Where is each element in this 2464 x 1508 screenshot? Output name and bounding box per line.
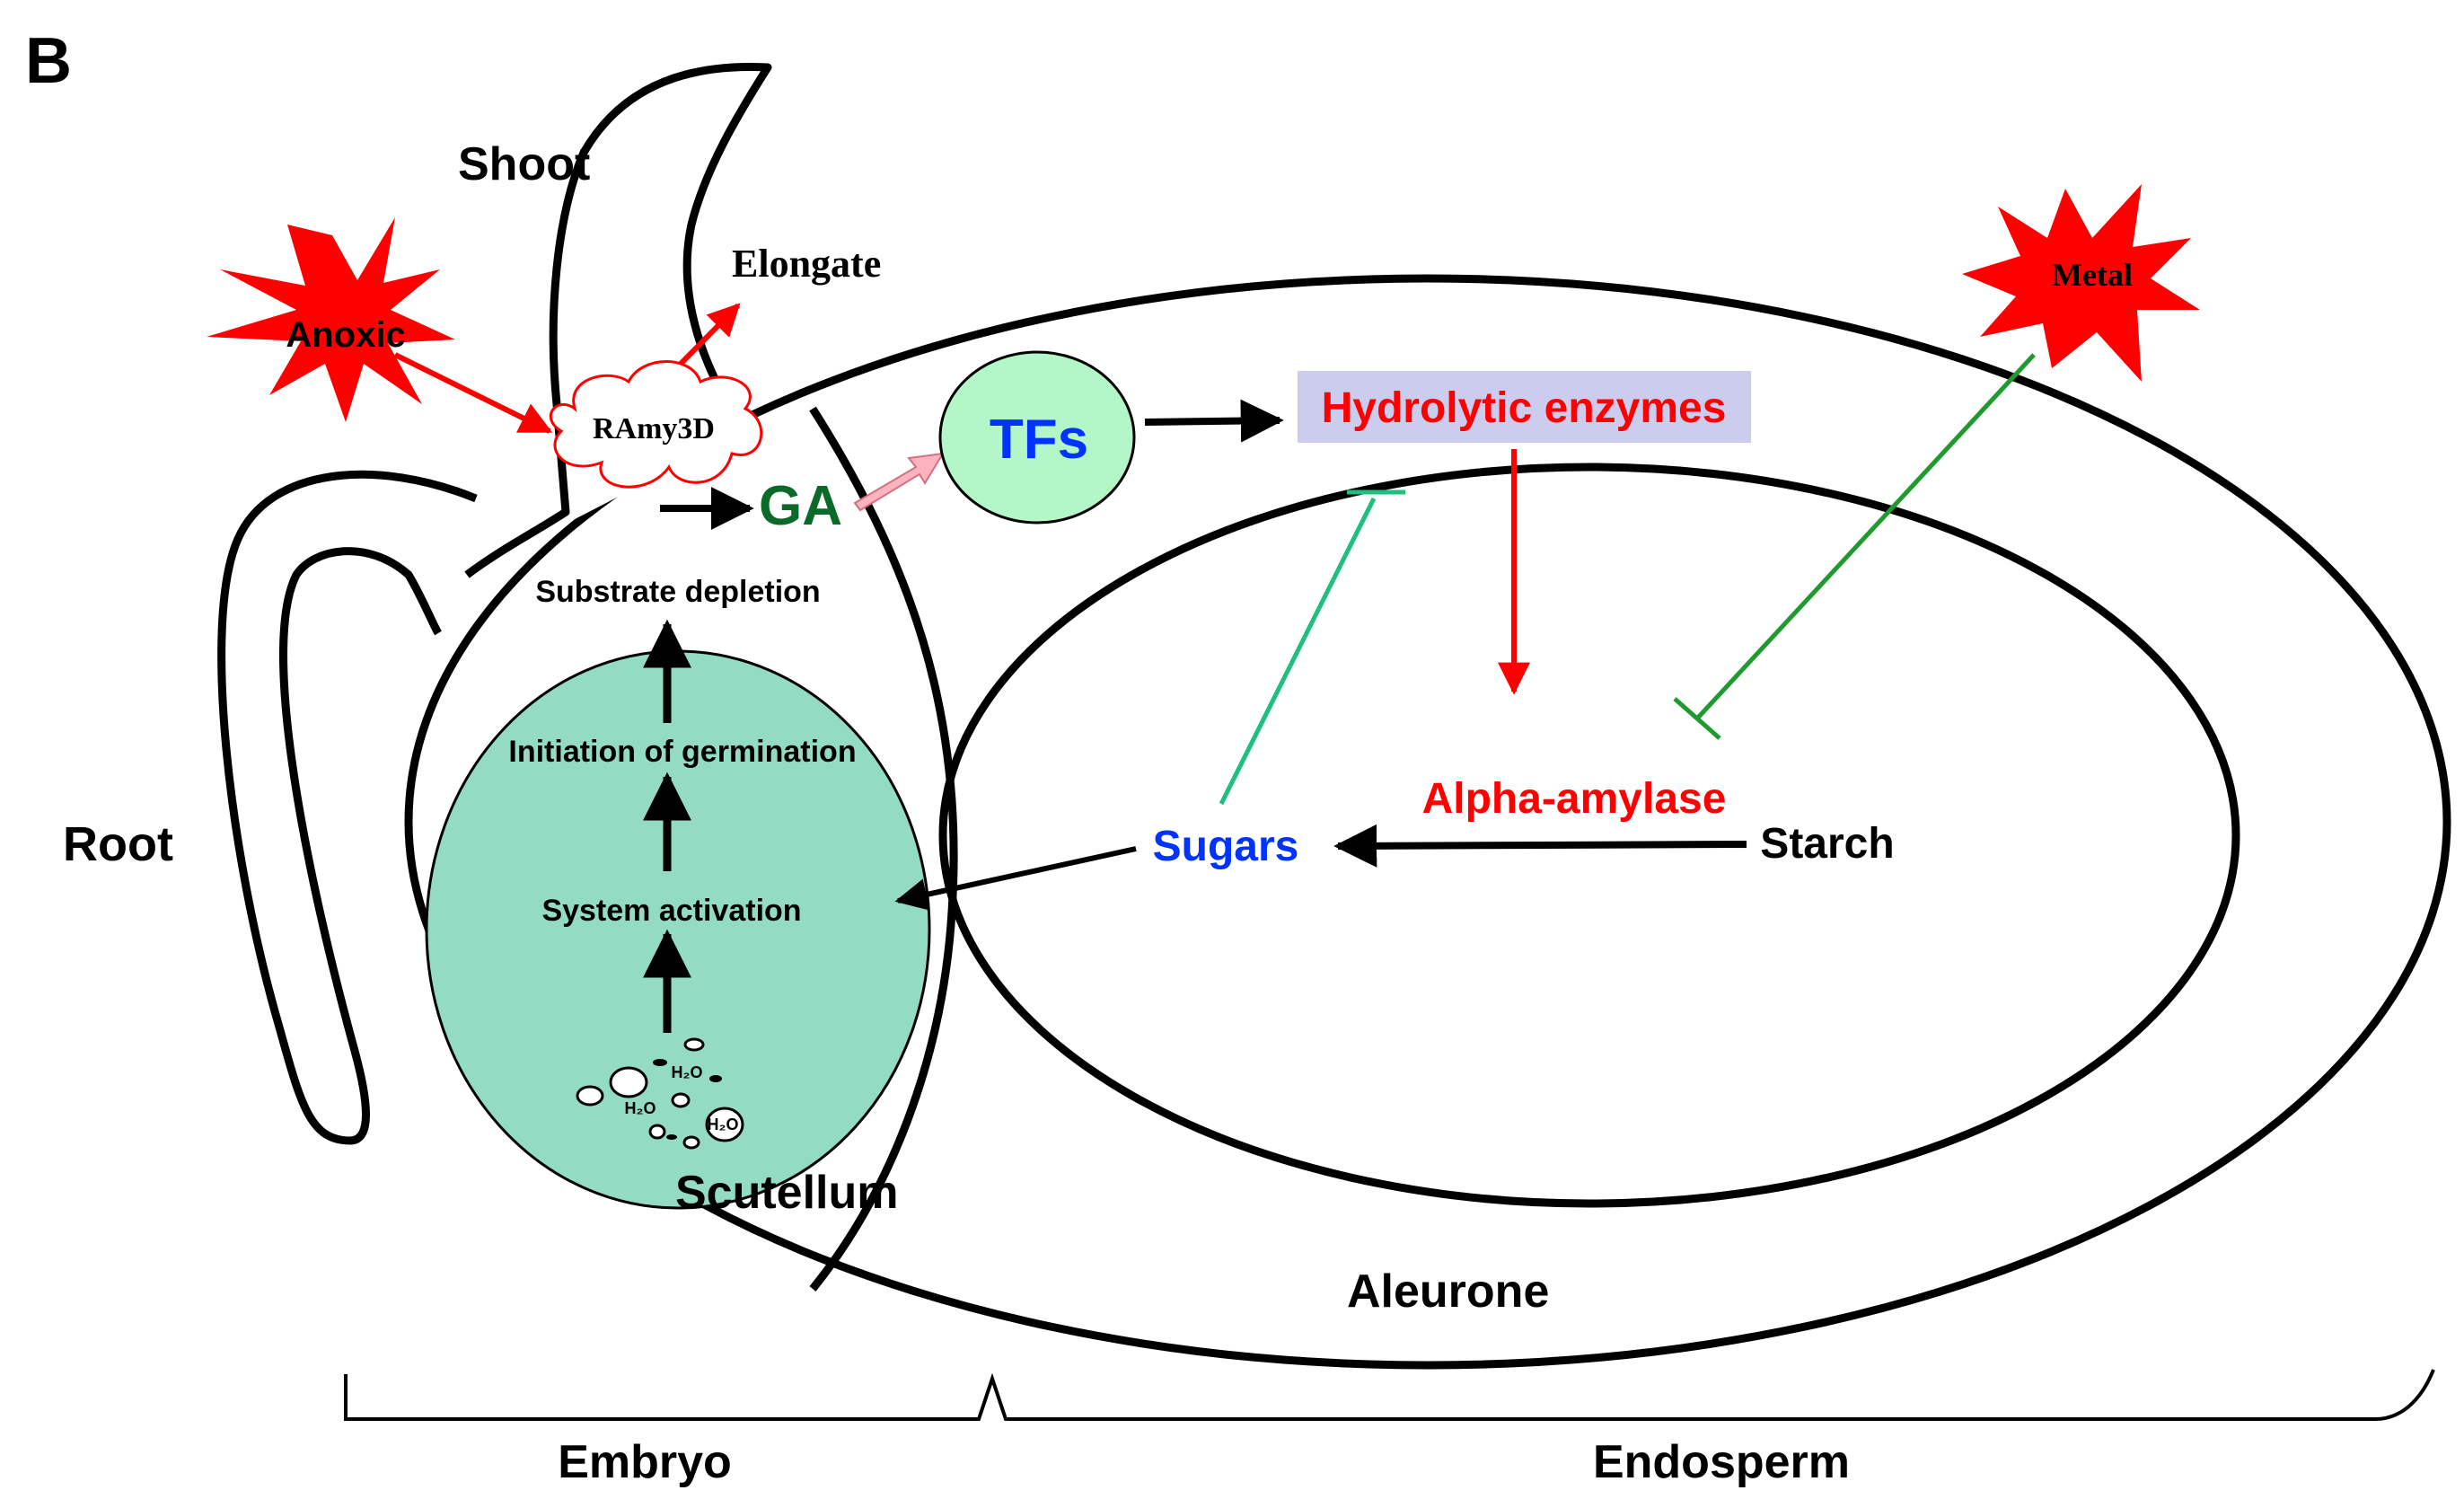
starch-label: Starch [1760, 820, 1894, 868]
tfs-label: TFs [990, 409, 1088, 471]
water-label-2: H₂O [625, 1099, 656, 1117]
shoot-label: Shoot [458, 138, 590, 190]
arrow-ramy3d-to-elongate [678, 303, 741, 366]
arrow-sugars-to-embryo [894, 846, 1137, 911]
sugars-label: Sugars [1153, 823, 1299, 870]
water-droplets-dark [653, 1059, 722, 1140]
arrow-anoxic-to-ramy3d [393, 352, 553, 434]
hydrolytic-enzymes-highlight [1298, 371, 1751, 443]
inhibit-sugars-line [1219, 497, 1377, 806]
arrow-tfs-to-enzymes [1144, 399, 1284, 443]
system-activation-label: System activation [541, 894, 801, 928]
anoxic-label: Anoxic [286, 315, 405, 355]
endosperm-label: Endosperm [1593, 1436, 1850, 1488]
ramy3d-cloud [549, 360, 763, 489]
arrow-ga-to-tfs [853, 452, 945, 512]
tfs-node [938, 350, 1136, 525]
endosperm-inner-ellipse [938, 463, 2240, 1208]
arrow-starch-to-sugars [1333, 824, 1747, 868]
hydrolytic-enzymes-label: Hydrolytic enzymes [1322, 384, 1727, 432]
initiation-germination-label: Initiation of germination [508, 735, 856, 769]
anoxic-burst-icon [207, 217, 455, 422]
embryo-label: Embryo [558, 1436, 732, 1488]
water-label-3: H₂O [708, 1116, 739, 1133]
metal-burst-icon [1962, 184, 2200, 382]
elongate-label: Elongate [732, 242, 881, 286]
scutellum-label: Scutellum [675, 1167, 899, 1219]
inhibit-metal-bar [1673, 697, 1721, 740]
substrate-depletion-label: Substrate depletion [535, 575, 820, 609]
panel-label: B [25, 25, 72, 97]
water-label-1: H₂O [672, 1063, 703, 1081]
alpha-amylase-label: Alpha-amylase [1422, 775, 1727, 823]
root-shape [217, 470, 478, 1145]
water-droplets [576, 1037, 744, 1150]
ga-label: GA [759, 475, 842, 537]
scutellum-boundary [809, 406, 958, 1292]
inhibit-metal-line [1695, 353, 2036, 720]
aleurone-label: Aleurone [1347, 1265, 1549, 1318]
metal-label: Metal [2052, 257, 2133, 293]
embryo-brace [344, 1369, 2435, 1421]
root-label: Root [63, 817, 173, 871]
ramy3d-label: RAmy3D [593, 412, 715, 445]
